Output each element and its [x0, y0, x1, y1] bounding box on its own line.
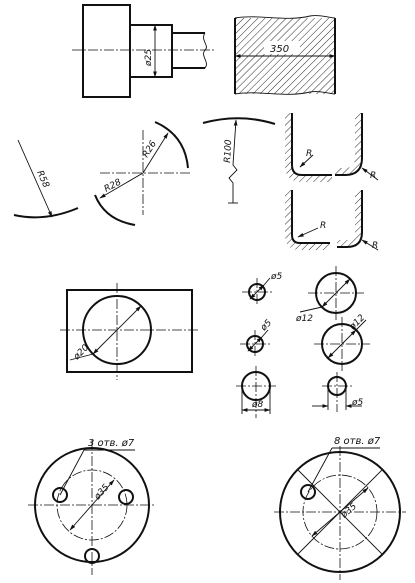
plate-len-label: 350	[270, 44, 289, 55]
hole-dia-dimension	[92, 305, 142, 355]
fillet-tr-edge	[335, 113, 363, 176]
flange-3-note: 3 отв. ø7	[88, 438, 135, 449]
shaft-break-line	[203, 32, 207, 69]
fillet-tl-edge	[291, 113, 332, 176]
circle-12a-label: ø12	[295, 314, 313, 324]
flange-3-hole-left	[52, 487, 68, 503]
arc-r100-curve	[202, 117, 276, 125]
hole-dia-leader	[69, 353, 94, 361]
fillet-bl-label: R	[320, 221, 326, 231]
circle-5b-label: ø5	[258, 318, 274, 334]
circle-5a-leader	[263, 277, 271, 286]
arc-r26-curve	[154, 121, 189, 169]
arc-r28-label: R28	[103, 177, 124, 194]
shaft-step	[129, 24, 173, 78]
arc-r26-dimension	[142, 132, 169, 174]
fillet-sections: R R R R	[285, 113, 379, 251]
arc-r58-curve	[13, 207, 79, 219]
flange-8-note: 8 отв. ø7	[334, 436, 381, 447]
circle-dia5-mid: ø5	[240, 318, 274, 358]
circle-dia8: ø8	[236, 366, 276, 418]
fillet-br-label: R	[372, 241, 378, 251]
circle-12b-dimension	[327, 329, 357, 359]
arc-r58-dimension	[17, 139, 53, 218]
circle-12b-label: ø12	[347, 313, 367, 333]
flange-3-hole-bottom	[84, 548, 100, 564]
arc-r28-curve	[94, 194, 136, 226]
flange-8-pcd-label: ø35	[339, 502, 359, 521]
arc-r26-label: R26	[141, 139, 159, 160]
circle-dia5-top: ø5	[242, 272, 283, 306]
shaft-view: ø25	[72, 4, 215, 98]
hole-dia-label: ø20	[71, 343, 91, 363]
flange-8-holes: 8 отв. ø7 ø35	[274, 436, 406, 580]
plate-label-bg	[264, 41, 300, 54]
flange-3-pcd-dimension	[69, 479, 115, 531]
plate-top-break	[234, 15, 336, 19]
fillet-bl-dimension	[297, 227, 319, 238]
circle-dia12-mid: ø12	[314, 313, 370, 371]
circle-8-label: ø8	[251, 400, 264, 410]
flange-3-holes: 3 отв. ø7 ø35	[28, 438, 156, 575]
circle-5b-dimension	[247, 336, 263, 352]
arc-r58-label: R58	[34, 169, 50, 189]
fillet-tl-dimension	[299, 154, 314, 168]
fillet-tl-label: R	[306, 149, 312, 159]
flange-8-pcd-dimension	[311, 487, 369, 537]
circle-12a-leader	[299, 306, 323, 313]
plate-bottom-break	[234, 91, 336, 95]
plate-with-hole: ø20	[60, 283, 200, 380]
arc-r28-dimension	[99, 172, 144, 199]
arc-r58: R58	[13, 139, 79, 219]
circle-5a-dimension	[249, 284, 265, 300]
hatched-plate: 350	[234, 15, 336, 95]
circle-12a-dimension	[321, 278, 351, 308]
circle-5b-leader	[261, 329, 269, 338]
circle-5a-label: ø5	[270, 272, 283, 282]
circle-12b-leader	[355, 319, 367, 331]
shaft-collar	[82, 4, 131, 98]
flange-8-note-leader	[307, 447, 333, 493]
fillet-bl-edge	[291, 190, 330, 244]
fillet-br-hatch	[337, 190, 362, 247]
flange-3-hole-right	[118, 489, 134, 505]
fillet-tr-dimension	[361, 167, 379, 181]
arc-r100-dimension	[228, 119, 238, 203]
fillet-br-edge	[337, 190, 363, 248]
arcs-r28-r26: R28 R26	[94, 121, 190, 226]
flange-3-note-leader	[59, 449, 85, 496]
plate-rect	[66, 289, 193, 373]
shaft-dia-label: ø25	[144, 49, 154, 67]
fillet-tr-label: R	[370, 171, 376, 181]
arc-r100-label: R100	[223, 139, 234, 163]
circle-5c-label: ø5	[351, 398, 364, 408]
fillet-br-dimension	[361, 239, 379, 251]
shaft-body-lines	[172, 32, 205, 69]
fillet-tr-hatch	[335, 113, 362, 175]
circle-dia12-top: ø12	[295, 266, 364, 324]
circle-dia5-ext: ø5	[312, 372, 364, 412]
arc-r100: R100	[202, 117, 276, 204]
